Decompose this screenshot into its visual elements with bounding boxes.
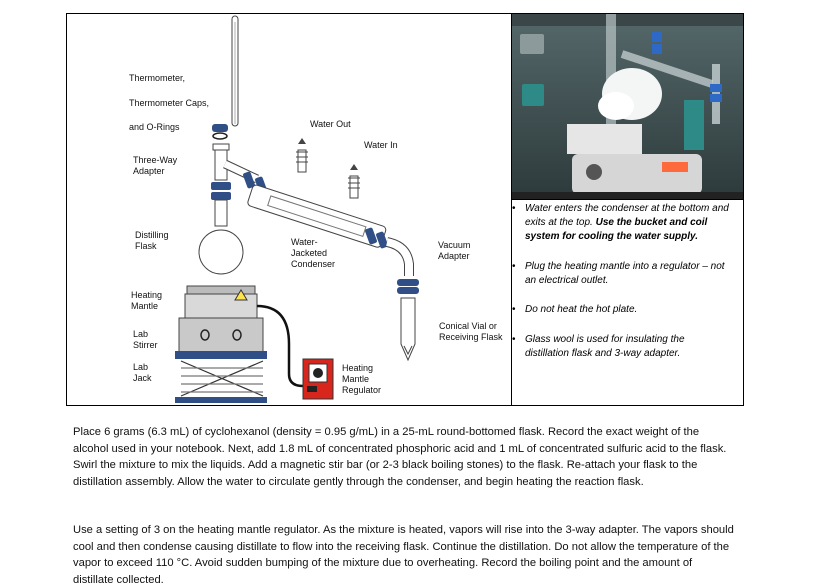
note-item: • Glass wool is used for insulating the … [512,333,712,361]
note-text: Water enters the condenser at the bottom… [525,203,729,228]
note-text: Plug the heating mantle into a regulator… [525,261,725,286]
bullet-icon: • [512,304,516,315]
label-thermometer-caps: Thermometer Caps, [129,98,210,108]
apparatus-illustration [175,15,419,403]
apparatus-photo [512,14,743,199]
warning-icon [234,289,248,301]
note-item: • Plug the heating mantle into a regulat… [512,260,737,288]
label-three-way-adapter: Three-Way Adapter [133,155,178,176]
bullet-icon: • [512,261,516,272]
distilling-flask-icon [198,229,244,275]
note-item: • Water enters the condenser at the bott… [512,202,737,244]
note-item: • Do not heat the hot plate. [512,303,737,317]
setup-notes: • Water enters the condenser at the bott… [512,200,742,405]
note-text: Do not heat the hot plate. [525,304,638,315]
label-water-in: Water In [364,140,398,150]
label-lab-jack: Lab Jack [133,362,152,383]
o-ring-icon [212,132,228,140]
label-lab-stirrer: Lab Stirrer [133,329,158,350]
label-vacuum-adapter: Vacuum Adapter [438,240,471,261]
figure-divider [511,199,744,200]
lab-jack-icon [180,360,264,397]
distillation-diagram: Thermometer, Thermometer Caps, and O-Rin… [67,14,511,405]
heating-mantle-icon [184,293,258,319]
receiving-vial-icon [400,297,416,362]
procedure-paragraph: Place 6 grams (6.3 mL) of cyclohexanol (… [73,426,727,488]
label-heating-mantle-regulator: Heating Mantle Regulator [342,363,382,395]
flask-neck-icon [214,199,228,227]
label-distilling-flask: Distilling Flask [135,230,169,251]
thermometer-cap-icon [212,124,228,132]
note-bold-text: Use the bucket and coil system for cooli… [525,217,708,242]
lab-stirrer-icon [178,317,264,353]
label-condenser: Water- Jacketed Condenser [291,237,336,269]
figure-frame [66,13,744,406]
procedure-paragraph: Use a setting of 3 on the heating mantle… [73,524,734,586]
water-out-port-icon [296,138,308,173]
bullet-icon: • [512,203,516,214]
label-o-rings: and O-Rings [129,122,180,132]
label-heating-mantle: Heating Mantle [131,290,163,311]
label-thermometer: Thermometer, [129,73,186,83]
label-receiving-flask: Conical Vial or Receiving Flask [439,321,503,342]
figure-divider [511,13,512,406]
label-water-out: Water Out [310,119,351,129]
note-text: Glass wool is used for insulating the di… [525,334,685,359]
water-in-port-icon [348,164,360,199]
bullet-icon: • [512,334,516,345]
